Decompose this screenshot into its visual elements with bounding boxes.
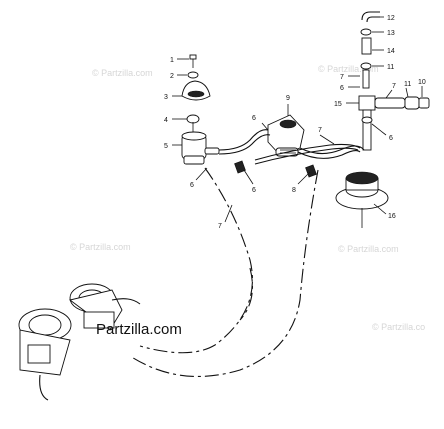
callout-label: 14 [387, 48, 395, 55]
callout-label: 1 [170, 57, 174, 64]
callout-label: 15 [334, 101, 342, 108]
callout-label: 13 [387, 30, 395, 37]
callout-label: 11 [387, 64, 394, 71]
callout-label: 12 [387, 15, 395, 22]
watermark: © Partzilla.com [92, 68, 153, 78]
clamp-part [360, 28, 372, 36]
brand-watermark-text: Partzilla.com [96, 321, 182, 338]
callout-label: 4 [164, 117, 168, 124]
watermark: © Partzilla.com [318, 64, 379, 74]
pump-assembly [181, 54, 220, 165]
callout-label: 7 [318, 127, 322, 134]
washer-part [187, 71, 199, 79]
watermark: © Partzilla.co [372, 322, 425, 332]
callout-label: 7 [340, 74, 344, 81]
callout-label: 11 [404, 81, 411, 88]
callout-label: 8 [292, 187, 296, 194]
callout-label: 2 [170, 73, 174, 80]
filter-assembly [267, 114, 305, 157]
fitting-part [186, 114, 200, 124]
callout-label: 9 [286, 95, 290, 102]
watermark: © Partzilla.com [338, 244, 399, 254]
callout-label: 3 [164, 94, 168, 101]
callout-label: 5 [164, 143, 168, 150]
callout-labels: 1 2 3 4 5 6 7 6 8 9 6 7 12 13 14 11 7 6 … [164, 15, 426, 230]
hose-lines [129, 129, 365, 378]
callout-label: 6 [190, 182, 194, 189]
callout-label: 6 [389, 135, 393, 142]
carburetor-assembly [18, 283, 141, 401]
short-hose-part [361, 37, 372, 55]
callout-label: 6 [340, 85, 344, 92]
check-valve-part [418, 97, 430, 109]
watermark: © Partzilla.com [70, 242, 131, 252]
tee-fitting-part [358, 95, 376, 111]
callout-label: 16 [388, 213, 396, 220]
tee-assembly [358, 11, 430, 151]
callout-label: 7 [392, 83, 396, 90]
watermark-group: © Partzilla.com © Partzilla.com © Partzi… [70, 64, 425, 332]
leader-lines [172, 16, 423, 223]
callout-label: 10 [418, 79, 426, 86]
sender-assembly [335, 171, 389, 228]
callout-label: 6 [252, 115, 256, 122]
hose-clamp-part [234, 160, 246, 174]
callout-label: 6 [252, 187, 256, 194]
callout-label: 7 [218, 223, 222, 230]
screw-part [189, 54, 197, 60]
